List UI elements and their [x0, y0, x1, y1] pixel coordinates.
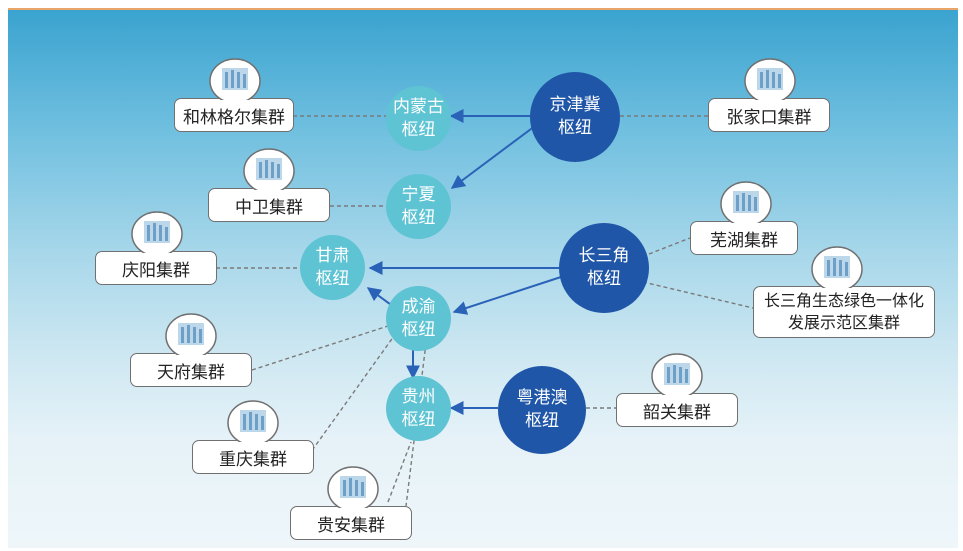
hub-label: 甘肃 枢纽	[315, 245, 350, 289]
computing-network-diagram: 京津冀 枢纽 长三角 枢纽 粤港澳 枢纽 内蒙古 枢纽 宁夏 枢纽 甘肃 枢纽 …	[8, 8, 958, 548]
cluster-label: 庆阳集群	[122, 260, 190, 281]
cluster-chongqing: 重庆集群	[192, 440, 314, 474]
datacenter-building-icon	[131, 211, 183, 253]
datacenter-building-icon	[744, 58, 796, 100]
hub-changsanjiao: 长三角 枢纽	[559, 223, 649, 313]
hub-neimenggu: 内蒙古 枢纽	[386, 86, 451, 151]
datacenter-building-icon	[227, 400, 279, 442]
cluster-label: 重庆集群	[219, 449, 287, 470]
link-csj-demo	[642, 281, 754, 309]
connection-lines	[216, 109, 754, 507]
cluster-shaoguan: 韶关集群	[616, 393, 738, 427]
cluster-tianfu: 天府集群	[130, 353, 252, 387]
cluster-helingeer: 和林格尔集群	[174, 98, 294, 132]
hub-chengyu: 成渝 枢纽	[386, 286, 451, 351]
hub-label: 贵州 枢纽	[401, 386, 436, 430]
datacenter-building-icon	[720, 181, 772, 223]
cluster-label: 张家口集群	[726, 107, 812, 128]
hub-label: 京津冀 枢纽	[549, 95, 601, 138]
hub-guizhou: 贵州 枢纽	[386, 376, 451, 441]
link-guian	[387, 441, 412, 503]
link-chongqing	[307, 335, 395, 457]
hub-label: 内蒙古 枢纽	[393, 96, 444, 140]
hub-label: 成渝 枢纽	[401, 296, 436, 340]
hub-label: 宁夏 枢纽	[401, 184, 436, 228]
arrow-jjj-to-nx	[450, 125, 536, 189]
hub-yuegangao: 粤港澳 枢纽	[498, 366, 586, 454]
cluster-guian: 贵安集群	[290, 506, 412, 540]
cluster-label: 韶关集群	[643, 402, 711, 423]
hub-jingjinji: 京津冀 枢纽	[530, 72, 620, 162]
cluster-label: 和林格尔集群	[183, 107, 285, 128]
cluster-zhangjiakou: 张家口集群	[708, 98, 830, 132]
hub-ningxia: 宁夏 枢纽	[386, 174, 451, 239]
cluster-label: 贵安集群	[317, 515, 385, 536]
cluster-wuhu: 芜湖集群	[690, 221, 798, 255]
hub-label: 粤港澳 枢纽	[516, 388, 568, 431]
datacenter-building-icon	[209, 58, 261, 100]
arrow-csj-to-cy	[452, 275, 565, 315]
datacenter-building-icon	[165, 313, 217, 355]
cluster-label: 芜湖集群	[710, 230, 778, 251]
cluster-zhongwei: 中卫集群	[208, 188, 330, 222]
datacenter-building-icon	[651, 353, 703, 395]
link-wuhu	[648, 237, 691, 255]
cluster-qingyang: 庆阳集群	[95, 251, 217, 285]
hub-label: 长三角 枢纽	[578, 246, 630, 289]
link-chengyu-guian	[405, 342, 427, 507]
link-tianfu	[251, 325, 389, 371]
datacenter-building-icon	[811, 246, 863, 288]
cluster-label: 长三角生态绿色一体化发展示范区集群	[763, 291, 924, 332]
datacenter-building-icon	[327, 466, 379, 508]
cluster-label: 天府集群	[157, 362, 225, 383]
datacenter-building-icon	[243, 148, 295, 190]
cluster-csj-demo: 长三角生态绿色一体化发展示范区集群	[753, 286, 935, 338]
cluster-label: 中卫集群	[235, 197, 303, 218]
hub-gansu: 甘肃 枢纽	[300, 235, 365, 300]
